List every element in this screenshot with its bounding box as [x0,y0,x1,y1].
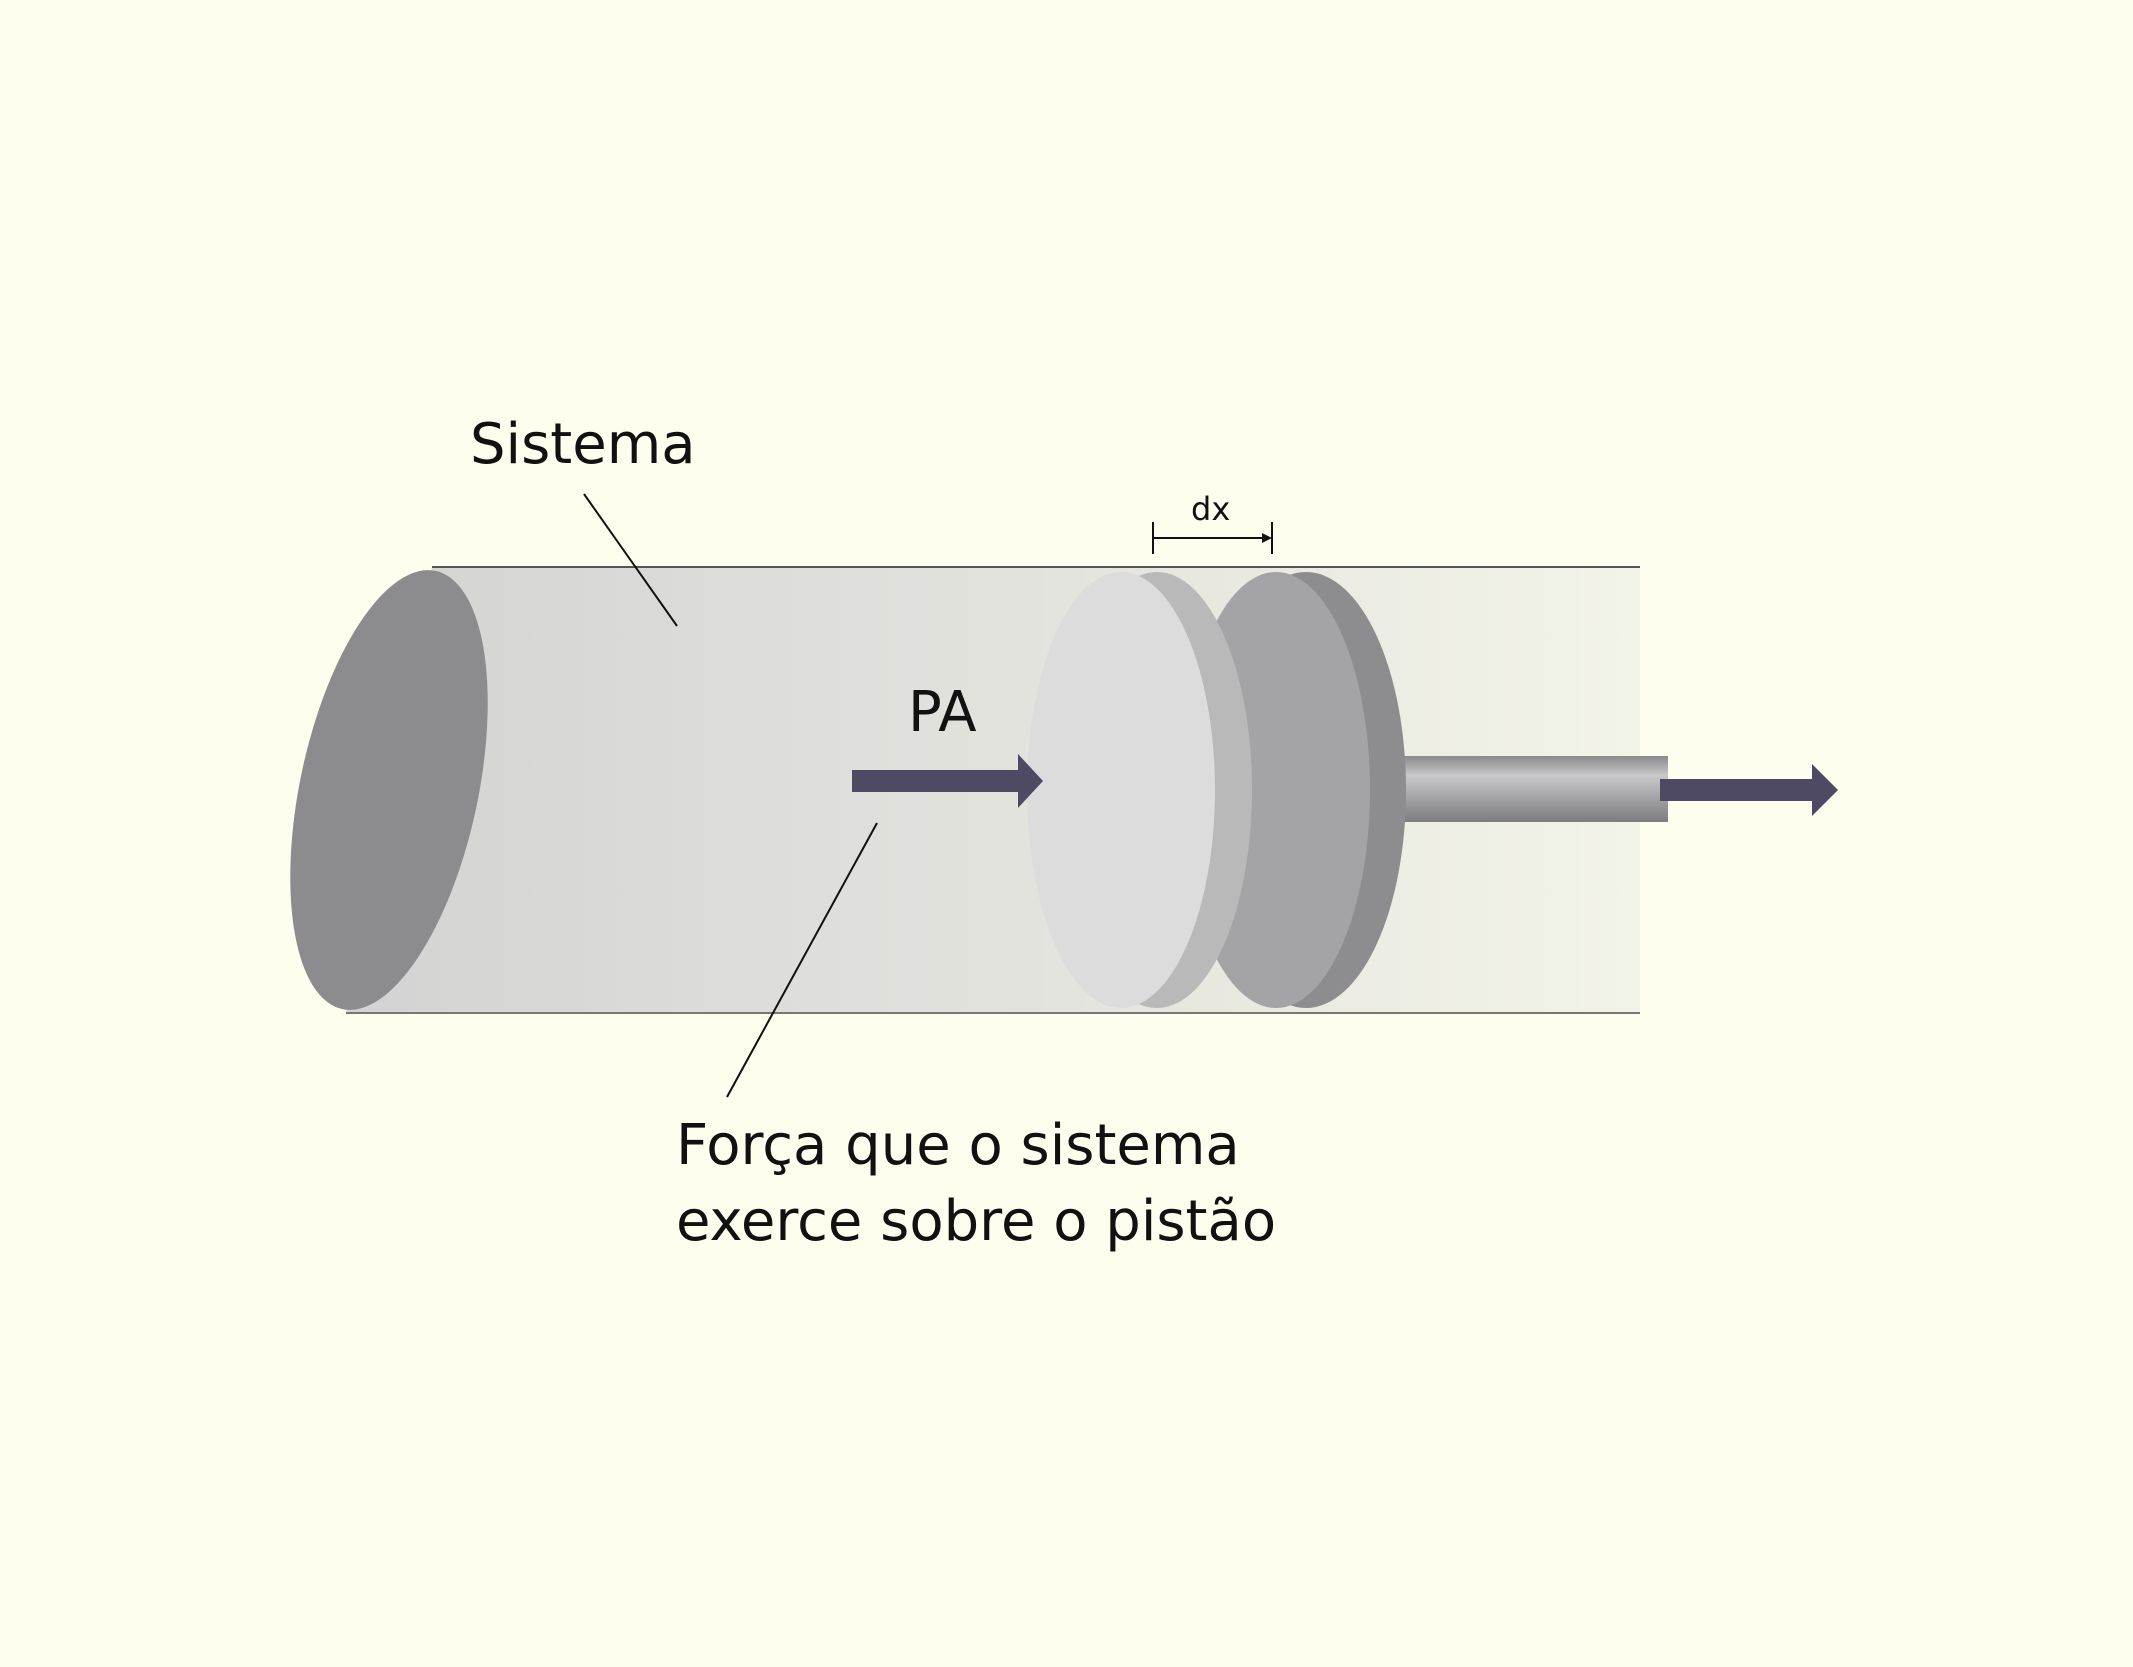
cylinder-end-cap [290,570,488,1010]
dx-label: dx [1191,490,1231,528]
pa-force-arrow [852,754,1043,808]
piston-light-face [1027,572,1215,1008]
force-description-line-1: Força que o sistema [676,1113,1240,1178]
sistema-leader-line [583,493,678,627]
piston-rod [1400,756,1668,822]
sistema-label: Sistema [470,412,696,477]
rod-output-arrow [1660,764,1838,816]
force-description-line-2: exerce sobre o pistão [676,1189,1277,1254]
dx-arrowhead [1262,533,1272,543]
force-description-label: Força que o sistema exerce sobre o pistã… [676,1108,1276,1260]
force-leader-line [726,822,878,1098]
pa-label: PA [908,680,977,745]
